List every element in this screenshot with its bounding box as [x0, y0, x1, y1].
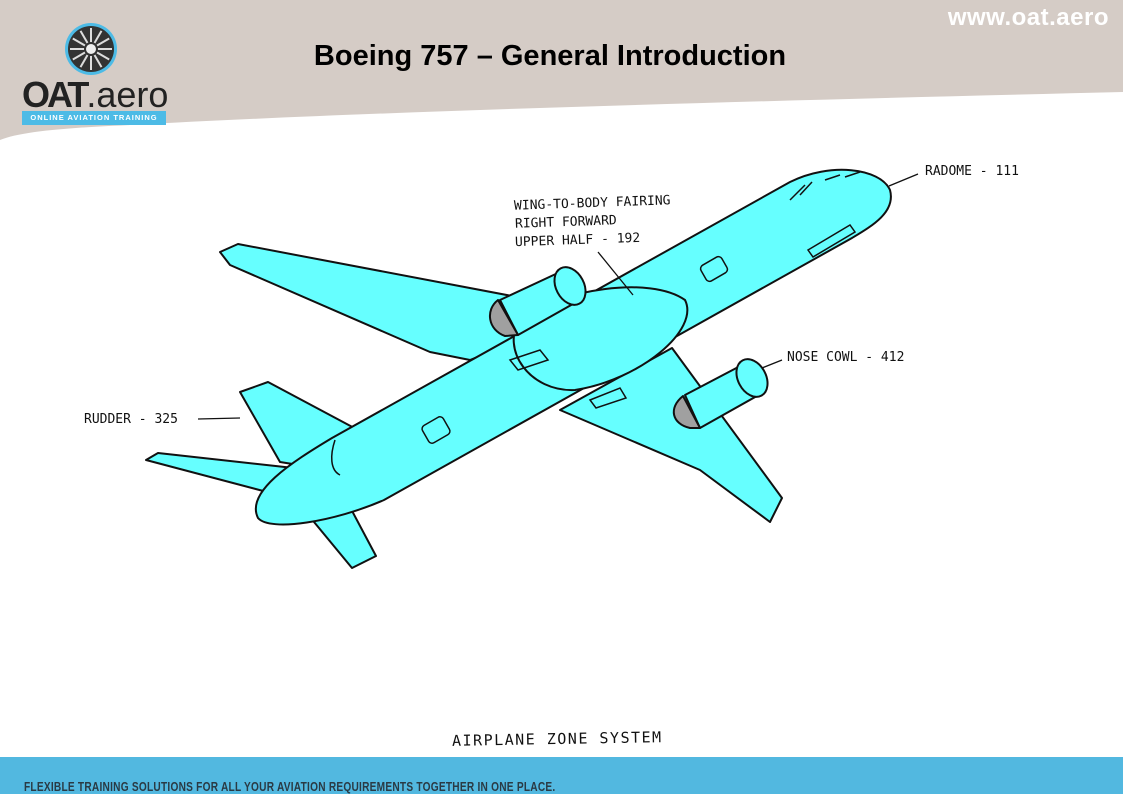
footer-slogan: FLEXIBLE TRAINING SOLUTIONS FOR ALL YOUR…	[24, 779, 556, 794]
label-rudder: RUDDER - 325	[84, 412, 178, 427]
left-engine	[489, 266, 587, 337]
label-radome: RADOME - 111	[925, 164, 1019, 179]
oat-logo[interactable]: OAT.aero ONLINE AVIATION TRAINING	[22, 22, 168, 128]
left-wing	[219, 243, 521, 361]
airplane-diagram	[145, 168, 919, 569]
diagram-caption: AIRPLANE ZONE SYSTEM	[451, 728, 663, 750]
logo-wordmark: OAT.aero	[22, 74, 169, 115]
label-nose-cowl: NOSE COWL - 412	[787, 350, 905, 365]
header-band	[0, 0, 1123, 140]
turbine-icon	[65, 23, 117, 75]
right-wing	[559, 347, 783, 523]
logo-tagline: ONLINE AVIATION TRAINING	[22, 111, 166, 125]
footer-band: FLEXIBLE TRAINING SOLUTIONS FOR ALL YOUR…	[0, 757, 1123, 794]
site-url[interactable]: www.oat.aero	[947, 4, 1109, 31]
page-title: Boeing 757 – General Introduction	[313, 40, 787, 72]
right-engine	[672, 358, 769, 429]
